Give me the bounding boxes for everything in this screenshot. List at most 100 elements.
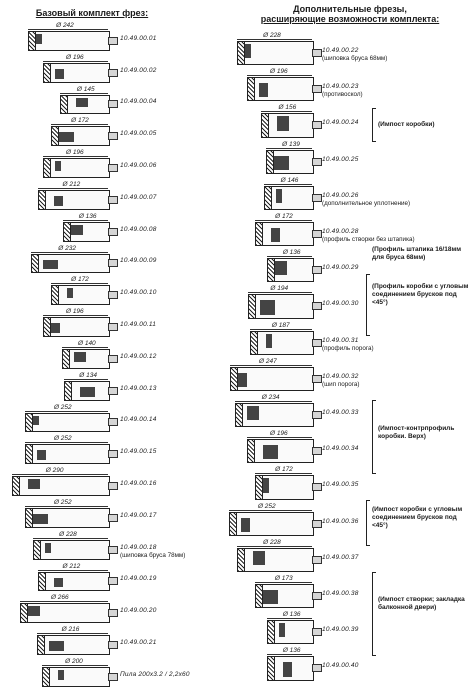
- cutter-profile: [58, 670, 64, 680]
- dimension-line: [250, 328, 312, 330]
- cutter-diameter: Ø 139: [282, 140, 300, 148]
- cutter-profile: [275, 261, 288, 276]
- cutter-body: [250, 330, 314, 355]
- right-heading-line2: расширяющие возможности комплекта:: [260, 14, 440, 24]
- cutter-diameter: Ø 252: [53, 435, 72, 443]
- cutter-profile: [28, 479, 41, 489]
- cutter-blade: [42, 667, 50, 687]
- dimension-line: [28, 29, 108, 30]
- cutter-code: 10.49.00.11: [120, 321, 157, 329]
- cutter-blade: [38, 571, 47, 592]
- cutter-spindle: [312, 49, 322, 58]
- dimension-line: [63, 378, 108, 380]
- cutter-code: 10.49.00.12: [120, 352, 157, 360]
- cutter-spindle: [108, 450, 118, 459]
- cutter-diameter: Ø 212: [62, 562, 81, 570]
- dimension-line: [263, 183, 312, 185]
- cutter-diameter: Ø 242: [56, 22, 74, 29]
- cutter-code: 10.49.00.31: [322, 336, 359, 344]
- cutter-blade: [247, 77, 256, 102]
- dimension-line: [32, 537, 108, 539]
- cutter-profile: [274, 155, 290, 170]
- group-note-korobka: (Профиль коробки с угловым соединением б…: [372, 283, 469, 306]
- cutter-spindle: [108, 132, 118, 141]
- cutter-spindle: [108, 641, 118, 650]
- cutter-blade: [36, 635, 45, 655]
- cutter-spindle: [312, 193, 322, 202]
- cutter-profile: [283, 662, 293, 677]
- cutter-code: 10.49.00.40: [322, 662, 359, 670]
- cutter-diameter: Ø 196: [65, 53, 84, 61]
- dimension-line: [234, 401, 312, 402]
- cutter-spindle: [108, 545, 118, 554]
- dimension-line: [266, 147, 312, 149]
- cutter-blade: [236, 547, 245, 572]
- cutter-spindle: [108, 609, 118, 618]
- cutter-profile: [240, 517, 250, 532]
- cutter-diameter: Ø 172: [71, 117, 89, 125]
- cutter-profile: [263, 445, 279, 460]
- cutter-code: 10.49.00.06: [120, 162, 157, 170]
- cutter-profile: [262, 590, 278, 605]
- cutter-blade: [250, 330, 259, 355]
- cutter-spindle: [312, 230, 322, 239]
- cutter-spindle: [312, 555, 322, 564]
- cutter-profile: [67, 288, 74, 299]
- cutter-diameter: Ø 136: [282, 647, 301, 655]
- cutter-diameter: Ø 196: [269, 430, 288, 438]
- cutter-note: (шип порога): [322, 380, 360, 388]
- cutter-diameter: Ø 232: [58, 244, 76, 252]
- cutter-diameter: Ø 228: [59, 530, 77, 538]
- dimension-line: [230, 364, 312, 366]
- dimension-line: [36, 633, 108, 635]
- cutter-diameter: Ø 196: [65, 149, 84, 157]
- cutter-diameter: Ø 200: [65, 658, 83, 665]
- cutter-blade: [38, 190, 47, 210]
- cutter-code: 10.49.00.20: [120, 607, 157, 615]
- cutter-blade: [24, 508, 33, 528]
- dimension-line: [43, 315, 108, 317]
- cutter-spindle: [108, 386, 118, 395]
- cutter-code: 10.49.00.36: [322, 517, 359, 525]
- cutter-profile: [79, 386, 95, 397]
- cutter-blade: [254, 584, 263, 609]
- cutter-blade: [24, 444, 33, 465]
- group-note-kontrprofil: (Импост-контрпрофиль коробки. Верх): [378, 425, 455, 440]
- cutter-diameter: Ø 136: [282, 611, 301, 619]
- cutter-blade: [234, 403, 243, 428]
- cutter-spindle: [108, 323, 118, 332]
- dimension-line: [24, 506, 108, 507]
- cutter-spindle: [108, 68, 118, 77]
- dimension-line: [20, 601, 108, 603]
- cutter-blade: [32, 539, 41, 560]
- cutter-code: 10.49.00.10: [120, 289, 157, 297]
- dimension-line: [38, 188, 108, 189]
- cutter-code: 10.49.00.09: [120, 257, 157, 265]
- cutter-profile: [55, 68, 65, 79]
- cutter-blade: [236, 41, 245, 66]
- cutter-diameter: Ø 146: [280, 176, 299, 184]
- dimension-line: [51, 124, 108, 126]
- cutter-spindle: [108, 36, 118, 45]
- dimension-line: [254, 582, 312, 583]
- cutter-code: 10.49.00.32: [322, 372, 359, 380]
- cutter-profile: [48, 641, 64, 651]
- cutter-diameter: Ø 145: [76, 85, 95, 93]
- cutter-spindle: [312, 266, 322, 275]
- cutter-spindle: [312, 85, 322, 94]
- cutter-row: Ø 196 10.49.00.06: [0, 149, 474, 181]
- dimension-line: [42, 665, 108, 666]
